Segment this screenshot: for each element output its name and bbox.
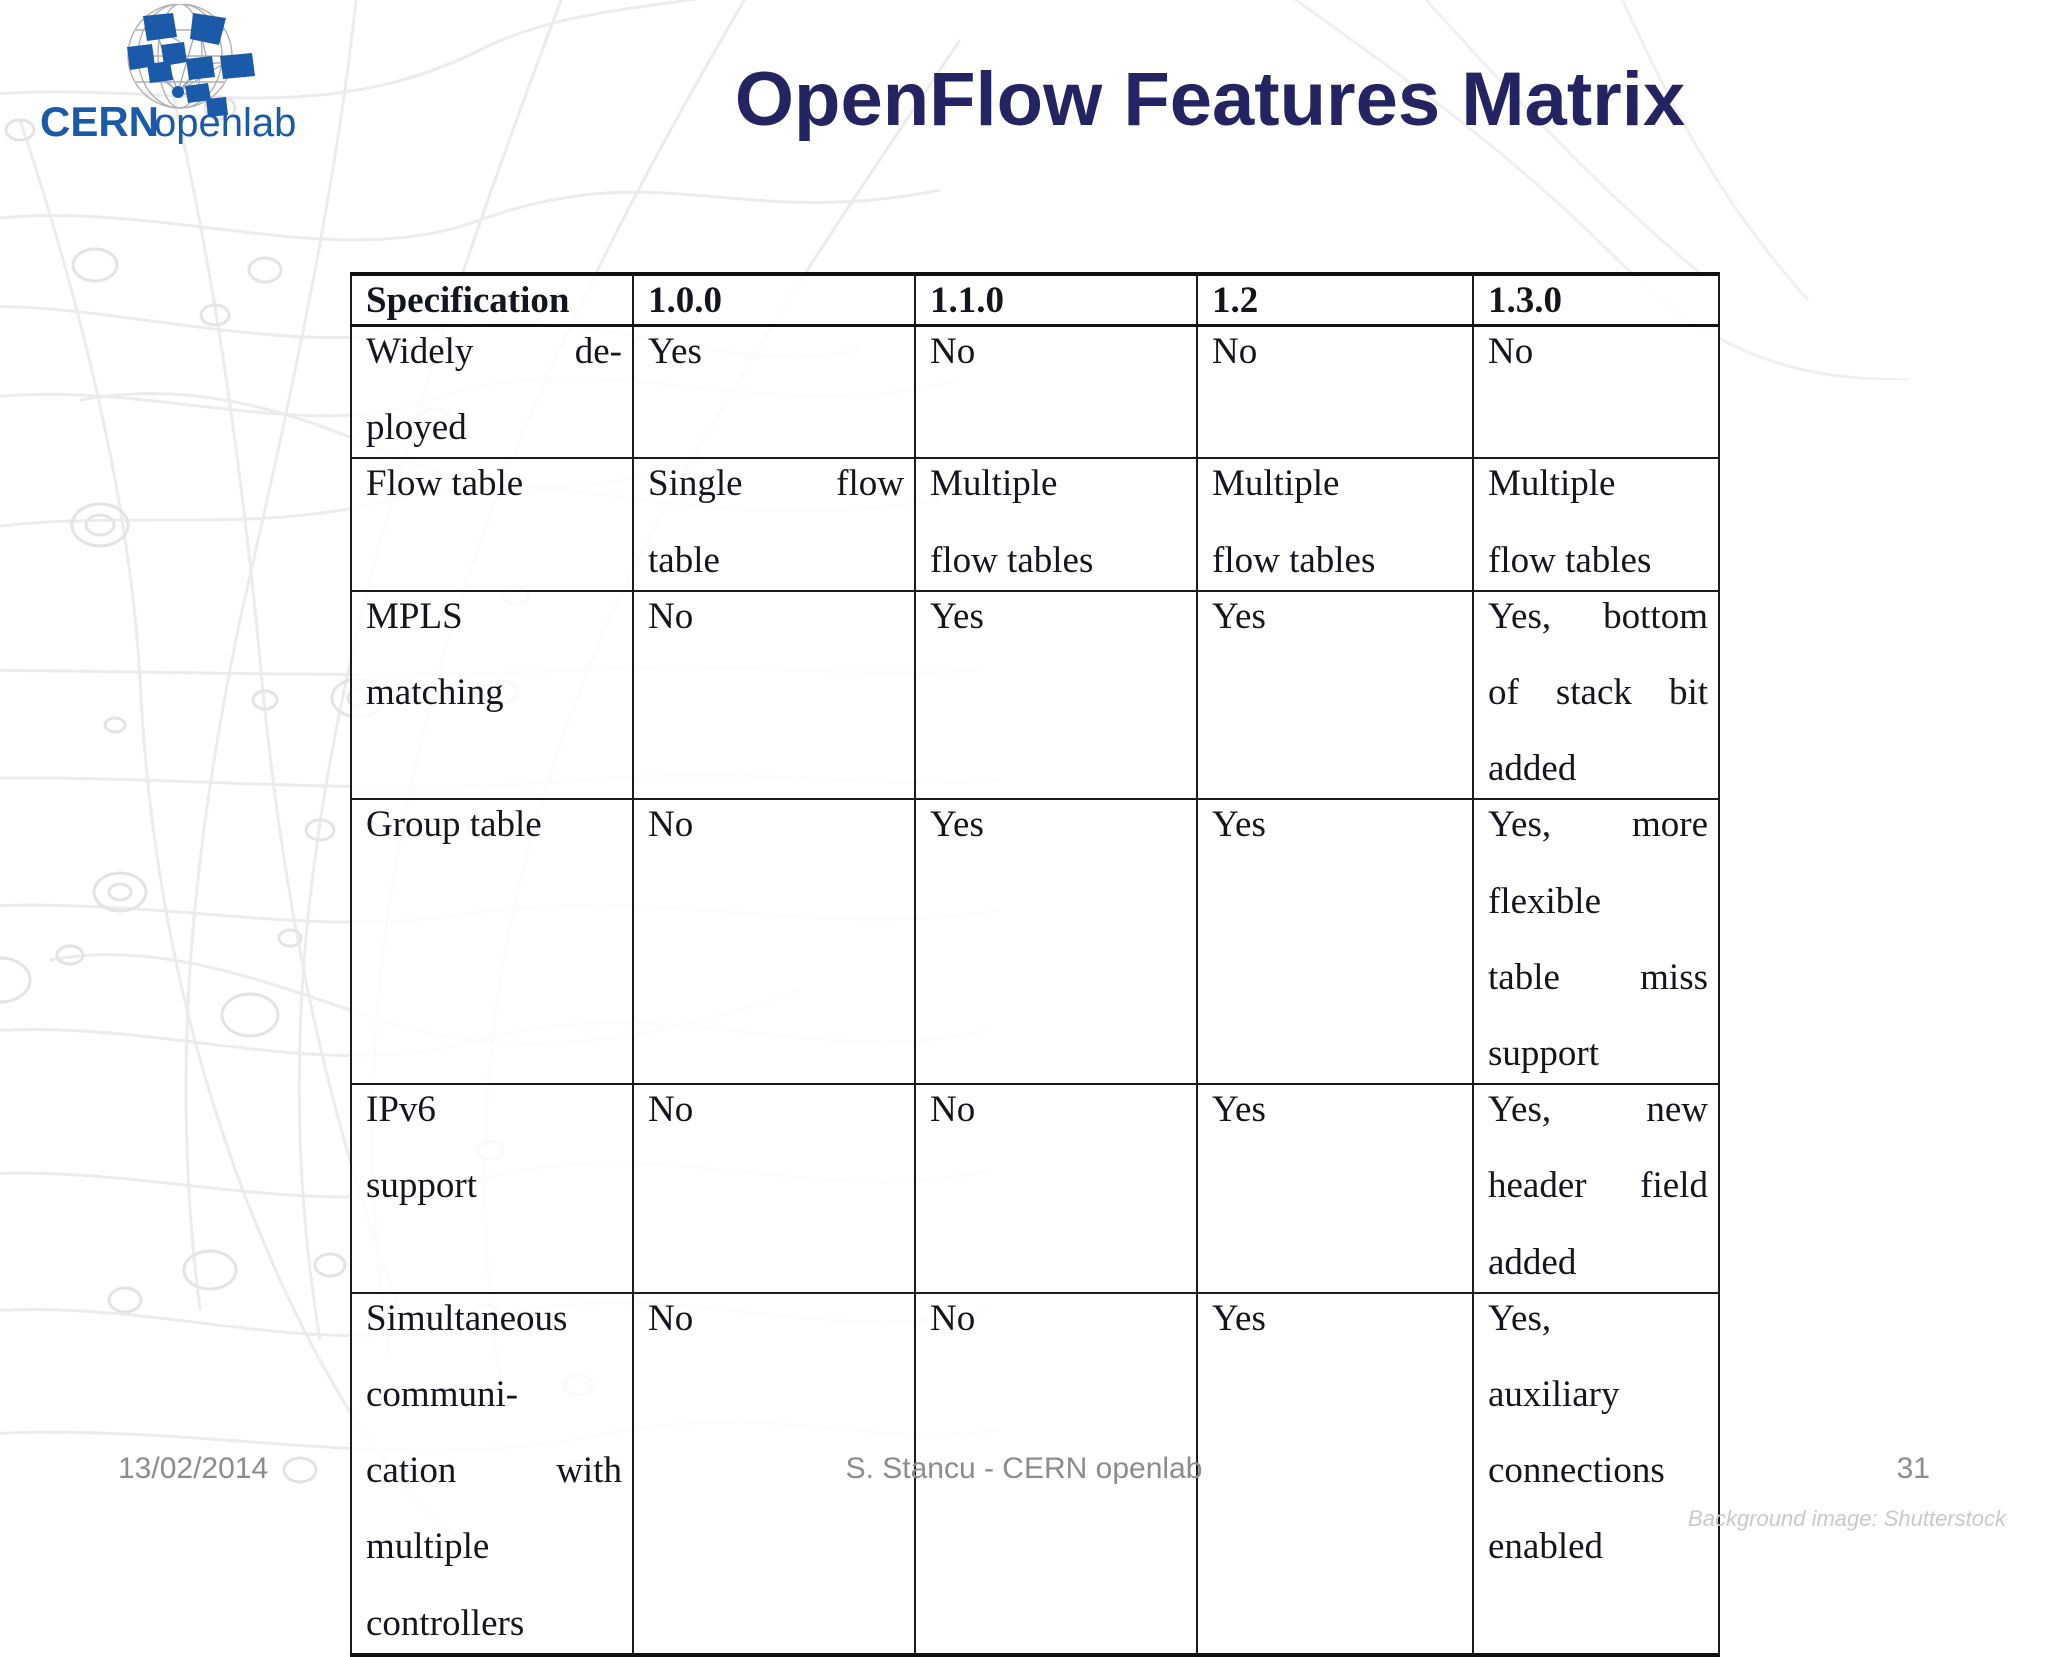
cell-line: Yes: [1212, 595, 1266, 637]
cell-line: connections: [1488, 1450, 1665, 1492]
cell-line: header field: [1488, 1165, 1708, 1207]
cell-v12: Yes: [1196, 798, 1474, 1086]
cell-line: No: [648, 595, 694, 637]
table-row: Flow table Single flow table Multiple flow t…: [350, 457, 1720, 592]
cell-v110: Yes: [914, 589, 1198, 801]
cell-v12: Yes: [1196, 589, 1474, 801]
column-header-v100: 1.0.0: [632, 272, 916, 328]
column-header-v130: 1.3.0: [1472, 272, 1720, 328]
slide-footer: 13/02/2014 S. Stancu - CERN openlab 31 B…: [0, 1452, 2048, 1536]
cell-line: Multiple: [930, 463, 1058, 505]
cell-line: Group table: [366, 804, 542, 846]
cell-line: Yes: [1212, 804, 1266, 846]
cell-line: Multiple: [1488, 463, 1616, 505]
cell-specification: Group table: [350, 798, 634, 1086]
cell-line: table: [648, 539, 720, 581]
cell-specification: IPv6 support: [350, 1083, 634, 1294]
table-row: MPLS matching No Yes Yes Yes, bottom of stack …: [350, 589, 1720, 801]
cell-v12: Yes: [1196, 1083, 1474, 1294]
cell-line: Yes,: [1488, 1297, 1552, 1339]
cell-line: flow tables: [930, 539, 1094, 581]
cell-line: communi-: [366, 1373, 519, 1415]
cell-line: Yes: [648, 331, 702, 373]
column-header-v12: 1.2: [1196, 272, 1474, 328]
cell-v100: Yes: [632, 324, 916, 460]
cell-line: support: [1488, 1032, 1599, 1074]
cell-line: Flow table: [366, 463, 524, 505]
cell-v100: Single flow table: [632, 457, 916, 592]
cell-line: support: [366, 1165, 477, 1207]
column-header-v110: 1.1.0: [914, 272, 1198, 328]
cell-line: Yes, new: [1488, 1089, 1708, 1131]
cell-v100: No: [632, 589, 916, 801]
cell-v12: No: [1196, 324, 1474, 460]
cell-line: IPv6: [366, 1089, 436, 1131]
logo-text-openlab: openlab: [154, 101, 296, 144]
cell-line: flexible: [1488, 880, 1602, 922]
cell-line: Simultaneous: [366, 1297, 568, 1339]
cell-line: Yes: [1212, 1089, 1266, 1131]
cell-line: controllers: [366, 1602, 525, 1644]
matrix-table: Specification 1.0.0 1.1.0 1.2 1.3.0 Wide…: [350, 272, 1720, 1657]
footer-image-credit: Background image: Shutterstock: [1688, 1506, 2006, 1531]
cell-v130: Yes, more flexible table miss support: [1472, 798, 1720, 1086]
cell-line: Yes: [930, 595, 984, 637]
cell-line: No: [648, 804, 694, 846]
cell-line: multiple: [366, 1526, 490, 1568]
cell-line: added: [1488, 748, 1577, 790]
cell-line: Yes: [1212, 1297, 1266, 1339]
cell-v110: No: [914, 324, 1198, 460]
cell-v110: Yes: [914, 798, 1198, 1086]
table-header-row: Specification 1.0.0 1.1.0 1.2 1.3.0: [350, 272, 1720, 328]
cell-v130: Yes, new header field added: [1472, 1083, 1720, 1294]
cell-v110: Multiple flow tables: [914, 457, 1198, 592]
cell-line: table miss: [1488, 956, 1708, 998]
cell-line: Yes: [930, 804, 984, 846]
cell-line: No: [648, 1297, 694, 1339]
table-row: Group table No Yes Yes Yes, more flexible tabl…: [350, 798, 1720, 1086]
cell-v130: Multiple flow tables: [1472, 457, 1720, 592]
openflow-features-matrix: Specification 1.0.0 1.1.0 1.2 1.3.0 Wide…: [350, 272, 1720, 1657]
footer-page-number: 31: [1896, 1452, 1930, 1485]
cell-line: auxiliary: [1488, 1373, 1620, 1415]
cell-line: flow tables: [1212, 539, 1376, 581]
page-title: OpenFlow Features Matrix: [734, 57, 1686, 142]
cell-line: matching: [366, 671, 504, 713]
cell-line: No: [1212, 331, 1258, 373]
cern-openlab-logo: CERN openlab: [30, 4, 330, 144]
cell-line: No: [648, 1089, 694, 1131]
table-row: Widely de-ployed Yes No No No: [350, 324, 1720, 460]
footer-author: S. Stancu - CERN openlab: [845, 1452, 1203, 1485]
cell-line: No: [930, 1089, 976, 1131]
cell-line: MPLS: [366, 595, 463, 637]
cell-v110: No: [914, 1083, 1198, 1294]
table-row: IPv6 support No No Yes Yes, new header field ad…: [350, 1083, 1720, 1294]
cell-line: Single flow: [648, 463, 904, 505]
cell-v100: No: [632, 798, 916, 1086]
cell-v12: Multiple flow tables: [1196, 457, 1474, 592]
cell-line: Multiple: [1212, 463, 1340, 505]
cell-line: Yes, more: [1488, 804, 1708, 846]
cell-specification: Widely de-ployed: [350, 324, 634, 460]
logo-text-cern: CERN: [40, 98, 159, 144]
cell-v130: Yes, bottom of stack bit added: [1472, 589, 1720, 801]
cell-line: ployed: [366, 407, 467, 449]
cell-line: No: [930, 331, 976, 373]
cell-specification: MPLS matching: [350, 589, 634, 801]
cell-specification: Flow table: [350, 457, 634, 592]
cell-line: of stack bit: [1488, 671, 1708, 713]
cell-line: No: [930, 1297, 976, 1339]
cell-line: added: [1488, 1241, 1577, 1283]
cell-v130: No: [1472, 324, 1720, 460]
cell-v100: No: [632, 1083, 916, 1294]
cell-line: Yes, bottom: [1488, 595, 1708, 637]
column-header-specification: Specification: [350, 272, 634, 328]
cell-line: Widely de-: [366, 331, 622, 373]
cell-line: flow tables: [1488, 539, 1652, 581]
cell-line: No: [1488, 331, 1534, 373]
